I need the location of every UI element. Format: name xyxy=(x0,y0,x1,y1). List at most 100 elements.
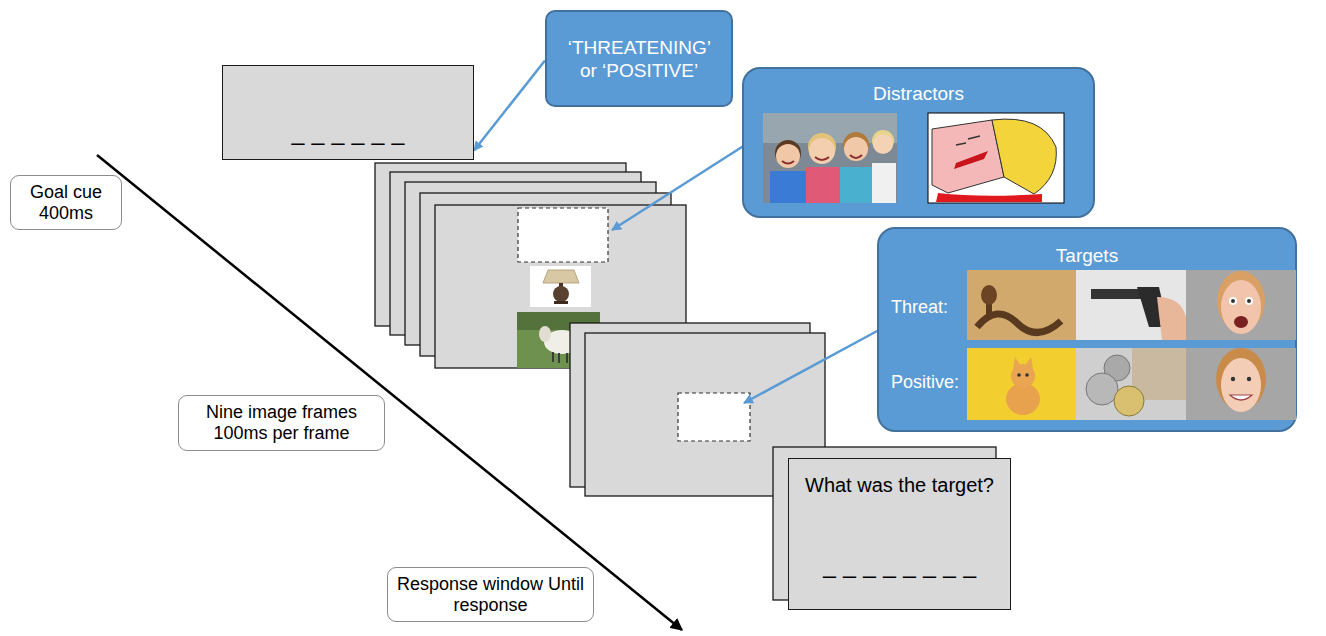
row-label: Threat: xyxy=(891,296,948,318)
children-photo xyxy=(873,134,893,154)
children-photo xyxy=(763,113,897,143)
happy-face-photo xyxy=(1231,377,1235,381)
row-label: Positive: xyxy=(891,371,959,393)
fearful-face-photo xyxy=(1221,280,1261,334)
lamp-picture xyxy=(530,266,591,307)
happy-face-photo xyxy=(1230,395,1252,400)
children-photo xyxy=(844,137,868,161)
kitten-photo xyxy=(967,348,1076,420)
injury-drawing xyxy=(956,143,966,145)
gun-photo xyxy=(1091,289,1149,299)
gun-photo xyxy=(1076,270,1186,340)
sheep-picture xyxy=(539,326,551,342)
blank-line: – – – – – – xyxy=(291,130,404,154)
fearful-face-photo xyxy=(1245,297,1253,305)
injury-drawing xyxy=(954,151,988,169)
money-photo xyxy=(1076,348,1186,420)
kitten-photo xyxy=(1025,373,1029,377)
happy-face-photo xyxy=(1247,377,1251,381)
fearful-face-photo xyxy=(1186,270,1296,340)
sheep-picture xyxy=(566,353,568,363)
kitten-photo xyxy=(1013,357,1021,369)
lamp-picture xyxy=(530,266,591,307)
distractor-slot xyxy=(518,208,608,262)
phase-label: Response window Until response xyxy=(396,574,586,616)
leader-line xyxy=(612,145,745,230)
injury-drawing xyxy=(928,113,1064,203)
lamp-picture xyxy=(543,270,579,283)
snake-photo xyxy=(981,285,997,305)
gun-photo xyxy=(1157,297,1186,340)
snake-photo xyxy=(967,270,1076,340)
gun-photo xyxy=(1137,287,1168,327)
children-photo xyxy=(808,133,836,161)
leader-line xyxy=(744,330,879,403)
goal-cue-screen: – – – – – – xyxy=(222,65,474,160)
happy-face-photo xyxy=(1216,348,1266,410)
children-photo xyxy=(872,163,896,203)
children-photo xyxy=(776,144,800,168)
cue-arrow xyxy=(474,60,545,150)
panel-heading: Targets xyxy=(1056,245,1118,267)
fearful-face-photo xyxy=(1217,271,1265,331)
fearful-face-photo xyxy=(1186,270,1296,340)
distractors-panel: Distractors xyxy=(742,67,1095,218)
happy-face-photo xyxy=(1221,358,1261,412)
children-photo xyxy=(775,140,801,166)
injury-drawing xyxy=(932,120,1004,193)
distractor-slot xyxy=(518,208,608,262)
snake-photo xyxy=(986,299,992,319)
snake-photo xyxy=(977,314,1061,333)
happy-face-photo xyxy=(1186,348,1296,420)
children-photo xyxy=(809,138,835,164)
children-photo xyxy=(770,171,810,203)
money-photo xyxy=(1132,348,1186,400)
injury-drawing xyxy=(928,113,1064,203)
phase-box: Nine image frames 100ms per frame xyxy=(178,395,385,451)
target-slot xyxy=(678,393,750,441)
response-prompt: What was the target? xyxy=(805,473,994,497)
kitten-photo xyxy=(1011,364,1035,388)
panel-heading: Distractors xyxy=(873,83,964,105)
children-photo xyxy=(763,113,897,203)
injury-drawing xyxy=(936,193,1042,202)
phase-label: Nine image frames 100ms per frame xyxy=(187,402,377,444)
money-photo xyxy=(1086,373,1118,405)
injury-drawing xyxy=(992,119,1056,194)
children-photo xyxy=(872,130,894,152)
sheep-picture xyxy=(552,352,554,362)
phase-label: Goal cue 400ms xyxy=(16,182,116,224)
lamp-picture xyxy=(554,301,568,304)
money-photo xyxy=(1114,386,1144,416)
kitten-photo xyxy=(1025,357,1033,369)
fearful-face-photo xyxy=(1247,299,1251,303)
fearful-face-photo xyxy=(1231,299,1235,303)
gun-photo xyxy=(1076,270,1186,340)
children-photo xyxy=(850,155,862,158)
phase-box: Response window Until response xyxy=(387,567,594,622)
money-photo xyxy=(1104,355,1130,381)
children-photo xyxy=(840,167,876,203)
children-photo xyxy=(806,167,842,203)
goal-callout: ‘THREATENING’ or ‘POSITIVE’ xyxy=(545,10,733,107)
children-photo xyxy=(763,113,897,203)
blank-line: – – – – – – – – xyxy=(823,563,976,587)
kitten-photo xyxy=(1006,383,1040,415)
goal-options: ‘THREATENING’ or ‘POSITIVE’ xyxy=(568,36,711,82)
happy-face-photo xyxy=(1186,348,1296,420)
fearful-face-photo xyxy=(1229,297,1237,305)
children-photo xyxy=(815,157,829,160)
kitten-photo xyxy=(1017,373,1021,377)
children-photo xyxy=(843,132,869,158)
response-screen: What was the target? – – – – – – – – xyxy=(788,458,1011,610)
lamp-picture xyxy=(553,286,569,302)
money-photo xyxy=(1076,348,1186,420)
kitten-photo xyxy=(967,348,1076,420)
fearful-face-photo xyxy=(1234,316,1248,328)
targets-panel: TargetsThreat: Positive: xyxy=(877,227,1297,432)
phase-box: Goal cue 400ms xyxy=(10,175,122,230)
snake-photo xyxy=(967,270,1076,340)
injury-drawing xyxy=(968,136,980,139)
